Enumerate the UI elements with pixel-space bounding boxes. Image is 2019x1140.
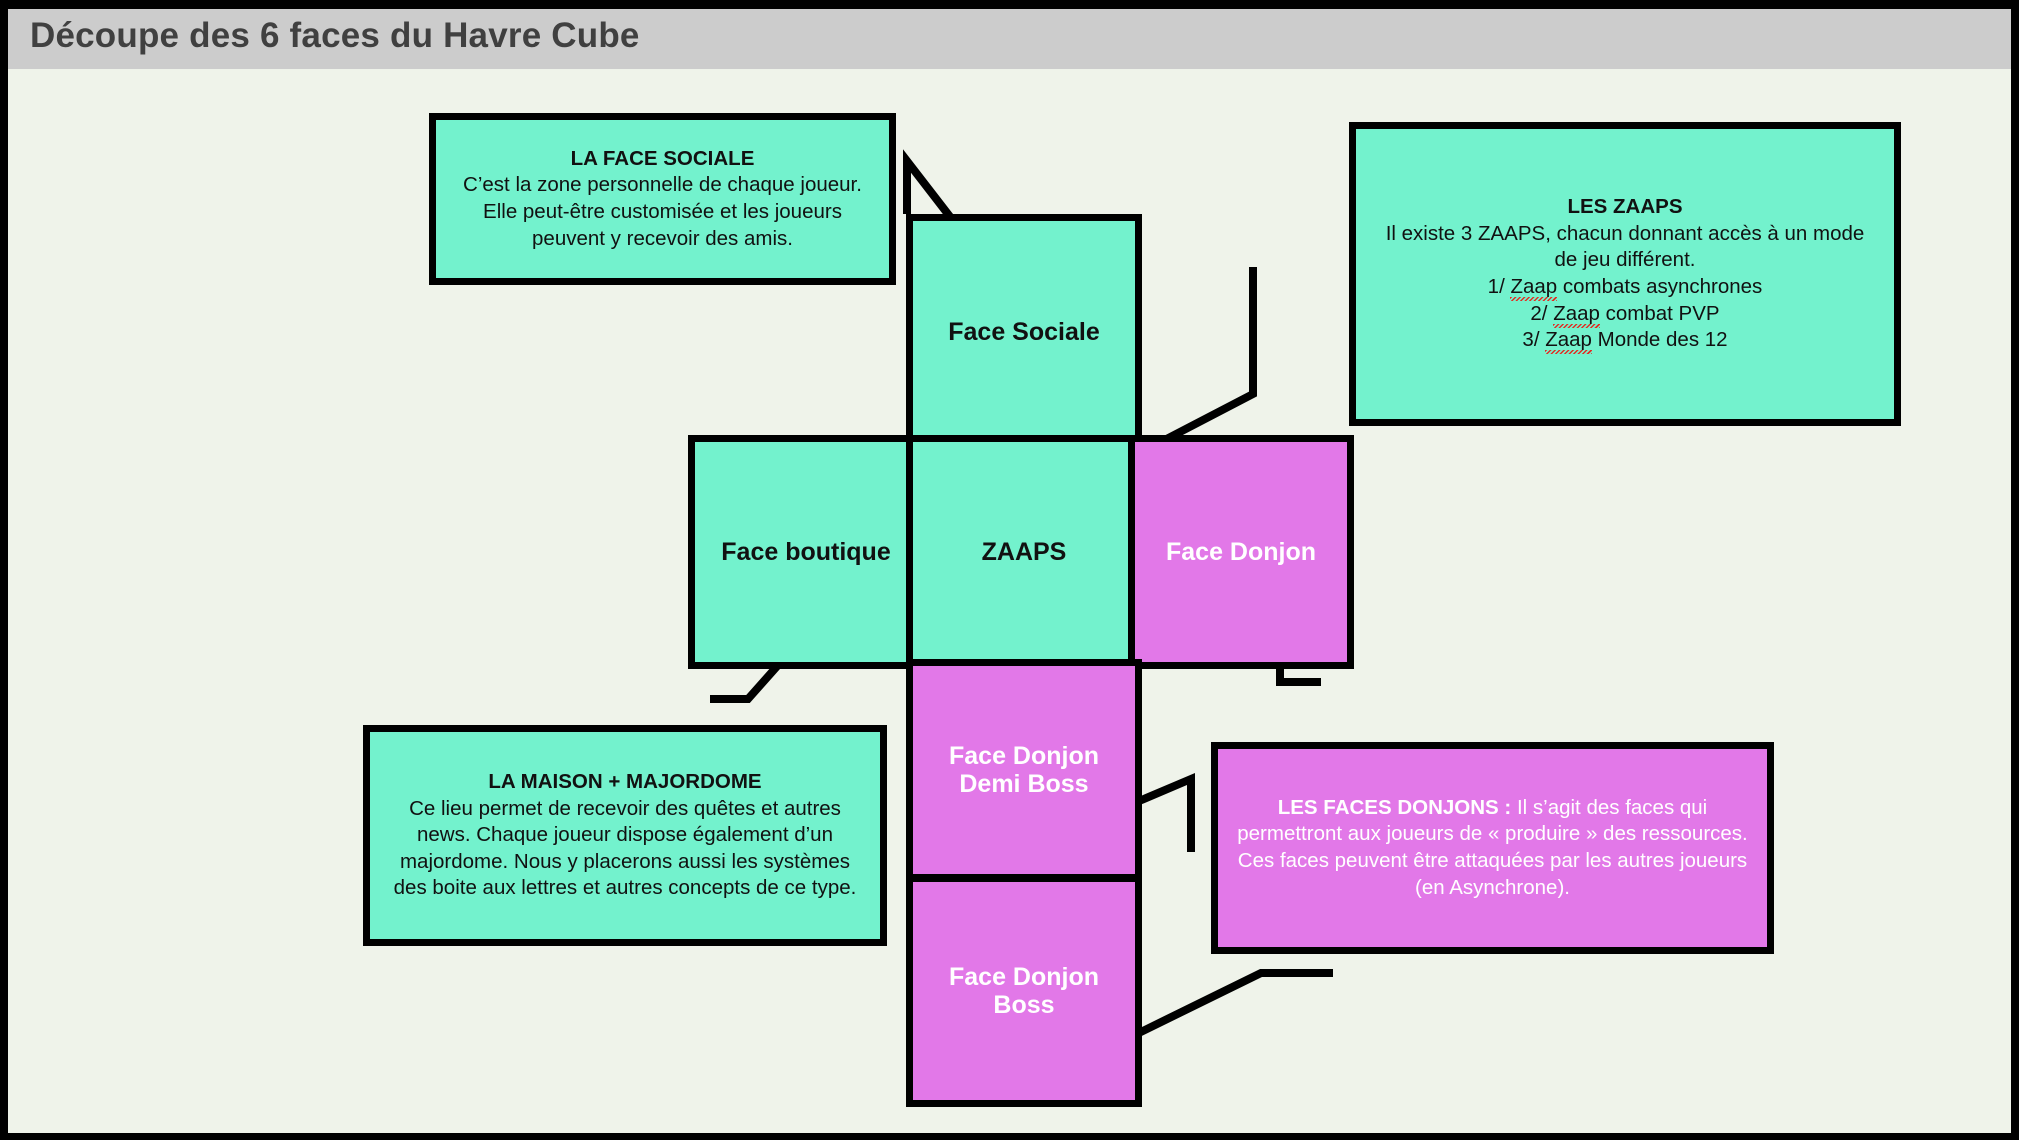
callout-zaaps-item-2: 2/ Zaap combat PVP xyxy=(1530,302,1719,325)
cube-face-boutique-label: Face boutique xyxy=(721,538,891,566)
zaaps-item-1-rest: combats asynchrones xyxy=(1557,275,1763,298)
cube-face-donjon-boss[interactable]: Face Donjon Boss xyxy=(906,875,1142,1107)
cube-face-donjon-label: Face Donjon xyxy=(1165,538,1316,566)
zaaps-item-2-rest: combat PVP xyxy=(1599,301,1720,325)
title-bar: Découpe des 6 faces du Havre Cube xyxy=(8,9,2011,69)
zaaps-item-3-prefix: 3/ xyxy=(1522,328,1546,352)
callout-zaaps-item-3: 3/ Zaap Monde des 12 xyxy=(1522,328,1727,351)
cube-face-sociale-label: Face Sociale xyxy=(948,318,1100,346)
cube-face-donjon-demi-boss-label: Face Donjon Demi Boss xyxy=(948,742,1099,798)
zaaps-item-2-misspelled-word: Zaap xyxy=(1553,301,1600,325)
callout-face-sociale-title: LA FACE SOCIALE xyxy=(570,146,755,170)
callout-maison-title: LA MAISON + MAJORDOME xyxy=(488,769,762,793)
cube-face-donjon[interactable]: Face Donjon xyxy=(1128,435,1354,669)
cube-face-donjon-boss-label: Face Donjon Boss xyxy=(948,963,1099,1019)
callout-faces-donjons-title: LES FACES DONJONS : xyxy=(1277,795,1512,819)
cube-face-sociale[interactable]: Face Sociale xyxy=(906,214,1142,450)
callout-zaaps-item-1: 1/ Zaap combats asynchrones xyxy=(1488,275,1763,298)
zaaps-item-1-misspelled-word: Zaap xyxy=(1510,275,1558,298)
cube-face-zaaps-label: ZAAPS xyxy=(981,538,1067,566)
callout-faces-donjons[interactable]: LES FACES DONJONS : Il s’agit des faces … xyxy=(1211,742,1774,954)
callout-face-sociale[interactable]: LA FACE SOCIALE C’est la zone personnell… xyxy=(429,113,896,285)
callout-maison-body: Ce lieu permet de recevoir des quêtes et… xyxy=(393,796,857,900)
slide-canvas: Découpe des 6 faces du Havre Cube Face S… xyxy=(8,9,2011,1133)
zaaps-item-2-prefix: 2/ xyxy=(1530,301,1554,325)
callout-face-sociale-body: C’est la zone personnelle de chaque joue… xyxy=(463,173,862,250)
callout-zaaps[interactable]: LES ZAAPS Il existe 3 ZAAPS, chacun donn… xyxy=(1349,122,1901,426)
cube-face-donjon-demi-boss[interactable]: Face Donjon Demi Boss xyxy=(906,659,1142,881)
cube-face-zaaps[interactable]: ZAAPS xyxy=(906,435,1142,669)
zaaps-item-3-rest: Monde des 12 xyxy=(1591,328,1728,352)
callout-zaaps-title: LES ZAAPS xyxy=(1567,195,1683,219)
callout-zaaps-intro: Il existe 3 ZAAPS, chacun donnant accès … xyxy=(1385,221,1865,272)
zaaps-item-1-prefix: 1/ xyxy=(1487,275,1511,298)
cube-face-boutique[interactable]: Face boutique xyxy=(688,435,924,669)
zaaps-item-3-misspelled-word: Zaap xyxy=(1545,328,1592,352)
page-title: Découpe des 6 faces du Havre Cube xyxy=(30,16,640,55)
callout-faces-donjons-body: Il s’agit des faces qui permettront aux … xyxy=(1237,795,1748,899)
callout-maison-majordome[interactable]: LA MAISON + MAJORDOME Ce lieu permet de … xyxy=(363,725,887,946)
